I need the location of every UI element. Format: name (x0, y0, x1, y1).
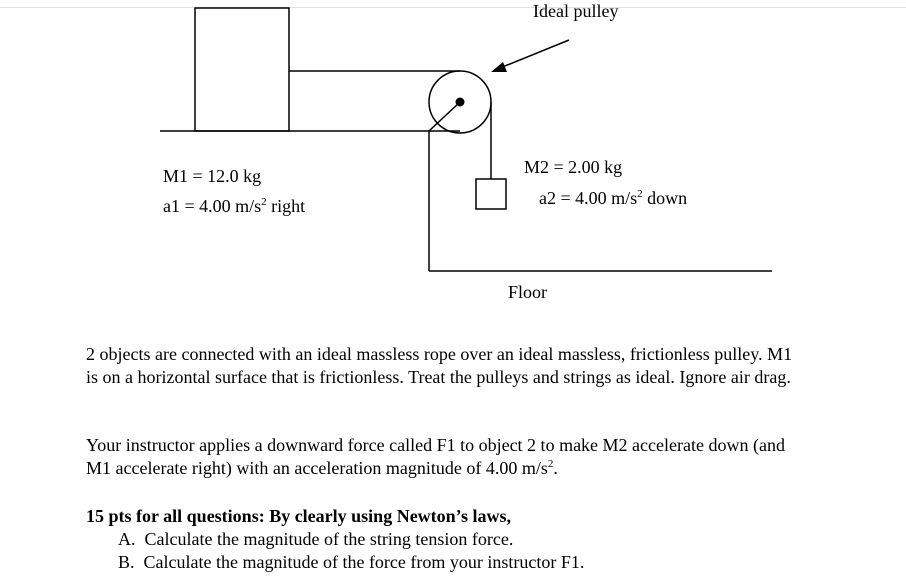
question-b: B. Calculate the magnitude of the force … (118, 552, 585, 572)
a1-acceleration-label: a1 = 4.00 m/s2 right (163, 196, 306, 216)
problem-paragraph-1: 2 objects are connected with an ideal ma… (86, 344, 793, 387)
pulley-label: Ideal pulley (533, 1, 619, 21)
problem-paragraph-2: Your instructor applies a downward force… (86, 435, 785, 478)
a2-acceleration-label: a2 = 4.00 m/s2 down (539, 188, 688, 208)
pulley-pointer-arrow (499, 39, 570, 69)
questions-heading: 15 pts for all questions: By clearly usi… (86, 506, 512, 526)
block-m1 (194, 7, 290, 132)
floor-label: Floor (508, 282, 548, 302)
pulley-diagram (160, 7, 772, 272)
question-a: A. Calculate the magnitude of the string… (118, 529, 514, 549)
m2-mass-label: M2 = 2.00 kg (524, 157, 623, 177)
questions-block: 15 pts for all questions: By clearly usi… (86, 505, 806, 574)
problem-statement: 2 objects are connected with an ideal ma… (86, 343, 806, 389)
pulley-mount (428, 101, 461, 132)
instructor-force-statement: Your instructor applies a downward force… (86, 434, 806, 480)
block-m2 (475, 178, 507, 210)
m1-mass-label: M1 = 12.0 kg (163, 166, 262, 186)
pulley-pointer-arrowhead (491, 62, 507, 72)
questions-list: A. Calculate the magnitude of the string… (86, 528, 806, 574)
top-divider (0, 7, 906, 8)
